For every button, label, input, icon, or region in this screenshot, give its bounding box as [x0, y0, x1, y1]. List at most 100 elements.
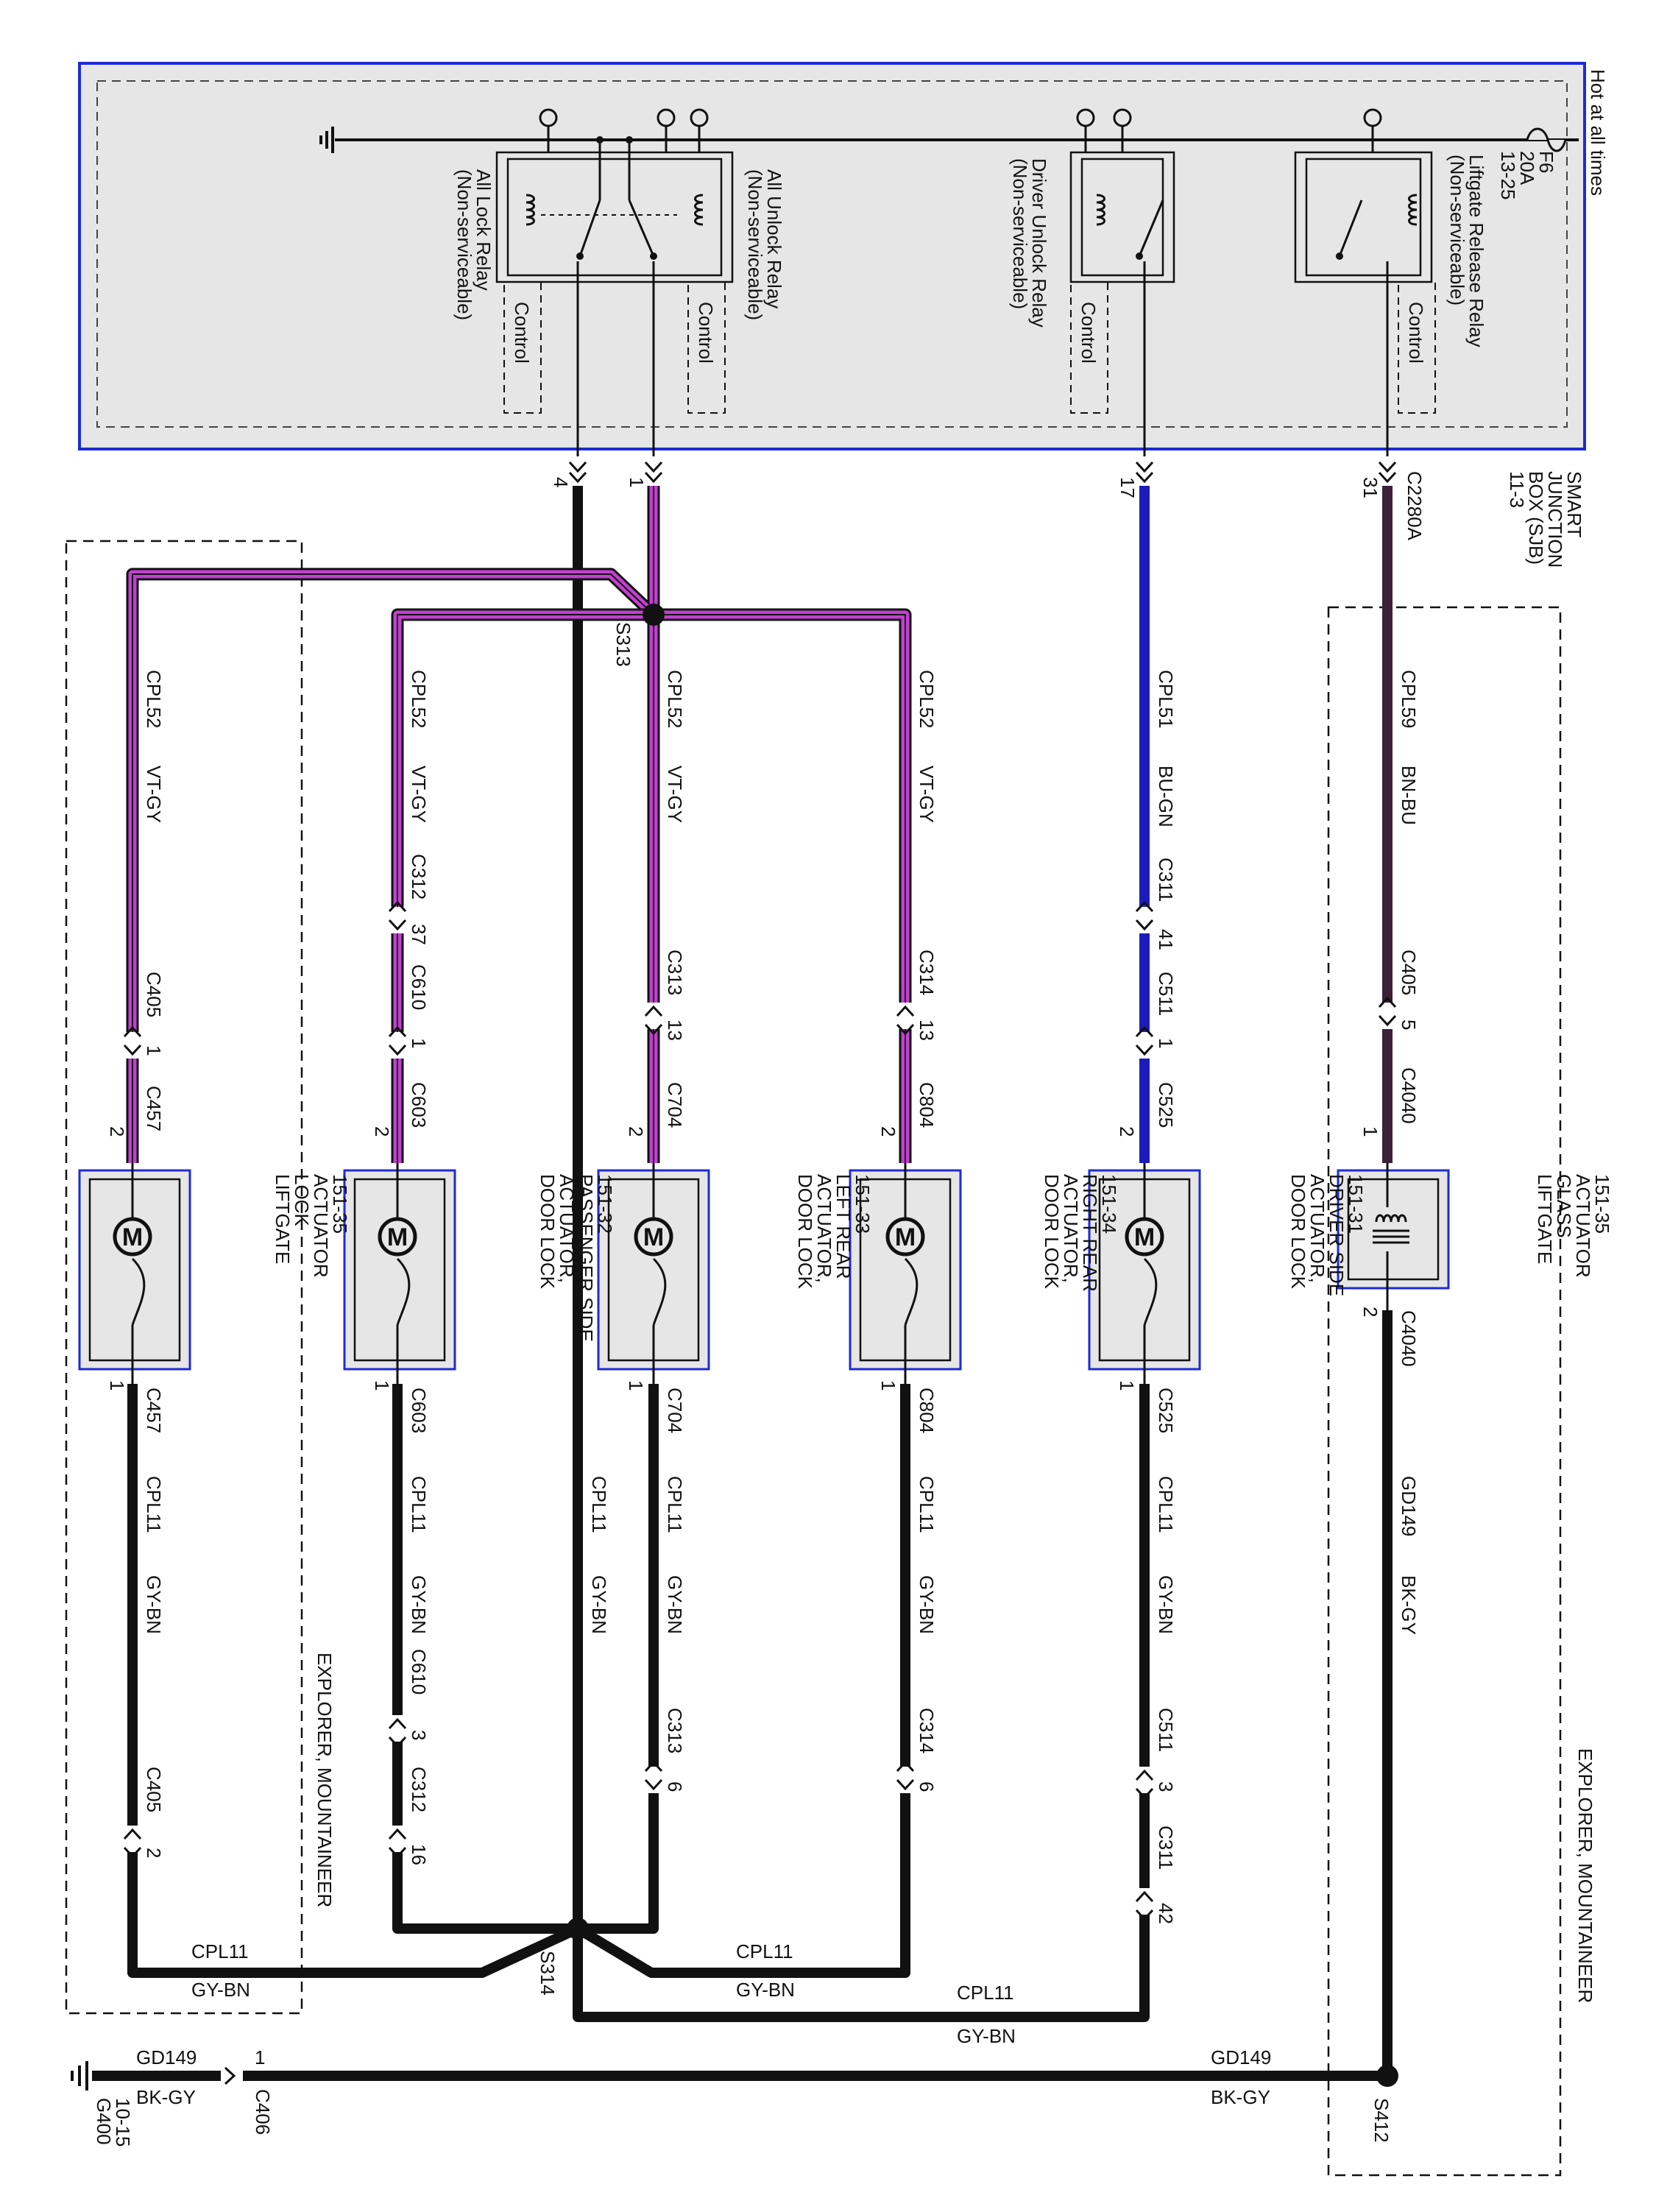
- pin-label: 41: [1155, 929, 1177, 950]
- circuit-label: CPL11: [408, 1476, 430, 1533]
- connector-label: C525: [1155, 1388, 1177, 1433]
- circuit-label: GY-BN: [916, 1575, 938, 1634]
- connector-label: C610: [408, 964, 430, 1010]
- component-label-left-rear: DOOR LOCKACTUATOR,LEFT REAR151-33: [794, 1174, 874, 1290]
- relay-label-all-unlock: All Unlock Relay(Non-serviceable): [744, 169, 785, 320]
- connector-label: C312: [408, 1767, 430, 1812]
- connector-label: C4040: [1398, 1310, 1420, 1367]
- splice-label-s313: S313: [612, 622, 634, 667]
- actuator-liftgate-lock: M: [78, 1163, 191, 1384]
- circuit-label: GY-BN: [736, 1979, 795, 2001]
- pin-label: 5: [1398, 1020, 1420, 1030]
- sjb-inner-dashed: [96, 80, 1568, 428]
- circuit-label: GY-BN: [664, 1575, 686, 1634]
- pin-label: 6: [916, 1781, 938, 1792]
- labels-lower: 1 C457 CPL11 GY-BN C405 2 1 C603 CPL11 G…: [106, 1307, 1420, 1924]
- connector-label: C4040: [1398, 1067, 1420, 1124]
- pin-label: 2: [106, 1126, 128, 1137]
- labels-circuits-upper: CPL52 VT-GY CPL52 VT-GY CPL52 VT-GY CPL5…: [143, 670, 1420, 827]
- circuit-label: CPL11: [588, 1476, 610, 1533]
- circuit-label: CPL11: [1155, 1476, 1177, 1533]
- wires: [92, 261, 1393, 2081]
- connector-label: C603: [408, 1082, 430, 1128]
- solenoid-icon: [1373, 1214, 1409, 1244]
- connector-label: C405: [143, 972, 165, 1017]
- actuator-liftgate-glass: [1337, 1163, 1450, 1310]
- connector-label: C311: [1155, 858, 1177, 902]
- connector-label: C525: [1155, 1082, 1177, 1128]
- connector-label: C2280A: [1404, 471, 1426, 541]
- connector-label: C804: [916, 1388, 938, 1433]
- circuit-label: BN-BU: [1398, 766, 1420, 825]
- connector-label: C311: [1155, 1826, 1177, 1870]
- circuit-label: VT-GY: [664, 766, 686, 823]
- fuse-icon: [1526, 127, 1567, 152]
- vehicle-area-left: [65, 540, 303, 2015]
- circuit-label: CPL52: [916, 670, 938, 729]
- circuit-label: GY-BN: [143, 1575, 165, 1634]
- wire-ground: [92, 1310, 1393, 2081]
- circuit-label: GY-BN: [191, 1979, 250, 2001]
- connector-label: C312: [408, 854, 430, 900]
- pin-label: 1: [106, 1380, 128, 1391]
- relay-control-label: Control: [1405, 302, 1427, 364]
- connector-label: C511: [1155, 972, 1177, 1016]
- relay-control-label: Control: [695, 302, 717, 364]
- connector-label: C406: [252, 2089, 274, 2135]
- connector-label: C313: [664, 1708, 686, 1753]
- splice-s412: [1376, 2065, 1398, 2087]
- pin-label: 2: [1116, 1126, 1138, 1137]
- motor-icon: M: [122, 1223, 143, 1251]
- relay-label-all-lock: All Lock Relay(Non-serviceable): [453, 169, 495, 320]
- pin-label: 31: [1359, 477, 1381, 498]
- circuit-label: GD149: [136, 2046, 197, 2068]
- relay-all-lock-unlock: [495, 136, 734, 414]
- circuit-label: VT-GY: [408, 766, 430, 823]
- vehicle-label-left: EXPLORER, MOUNTAINEER: [314, 1653, 336, 1907]
- circuit-label: GY-BN: [957, 2025, 1016, 2047]
- pin-label: 37: [408, 924, 430, 945]
- circuit-label: CPL52: [143, 670, 165, 729]
- actuator-right-rear: M: [849, 1163, 962, 1384]
- pin-label: 16: [408, 1844, 430, 1865]
- pin-label: 1: [1116, 1380, 1138, 1391]
- component-label-driver-side: DOOR LOCKACTUATOR,DRIVER SIDE151-31: [1287, 1174, 1367, 1296]
- pin-label: 1: [143, 1045, 165, 1056]
- hot-at-all-times-label: Hot at all times: [1587, 69, 1609, 196]
- circuit-label: VT-GY: [143, 766, 165, 823]
- connector-label: C704: [664, 1388, 686, 1433]
- circuit-label: GD149: [1398, 1476, 1420, 1536]
- vehicle-label-right: EXPLORER, MOUNTAINEER: [1574, 1748, 1596, 2003]
- wire-cpl52-branches: [126, 486, 912, 1163]
- relay-control-label: Control: [511, 302, 533, 364]
- sjb-ground-icon: [319, 127, 334, 153]
- circuit-label: CPL51: [1155, 670, 1177, 729]
- circuit-label: VT-GY: [916, 766, 938, 823]
- ground-g400-icon: [71, 2061, 88, 2091]
- pin-label: 13: [664, 1020, 686, 1041]
- circuit-label: CPL11: [736, 1940, 793, 1962]
- connector-label: C603: [408, 1388, 430, 1433]
- pin-label: 3: [1155, 1781, 1177, 1792]
- pin-label: 2: [371, 1126, 393, 1137]
- actuator-passenger-side: M: [343, 1163, 456, 1384]
- pin-label: 1: [371, 1380, 393, 1391]
- circuit-label: BU-GN: [1155, 766, 1177, 827]
- connector-label: C457: [143, 1086, 165, 1131]
- pin-label: 4: [550, 477, 572, 487]
- pin-label: 1: [255, 2046, 265, 2068]
- splice-label-s412: S412: [1370, 2098, 1393, 2143]
- relay-label-liftgate-release: Liftgate Release Relay(Non-serviceable): [1446, 155, 1487, 347]
- circuit-label: CPL52: [664, 670, 686, 729]
- pin-label: 2: [1359, 1307, 1381, 1317]
- pin-label: 1: [1359, 1126, 1381, 1137]
- pin-label: 1: [626, 477, 648, 487]
- circuit-label: GD149: [1211, 2046, 1271, 2068]
- circuit-label: GY-BN: [588, 1575, 610, 1634]
- pin-label: 17: [1117, 477, 1139, 498]
- labels-splices: S313 S314 S412: [537, 622, 1393, 2143]
- ground-label: G40010-15: [93, 2098, 134, 2147]
- pin-label: 1: [625, 1380, 647, 1391]
- motor-icon: M: [643, 1223, 664, 1251]
